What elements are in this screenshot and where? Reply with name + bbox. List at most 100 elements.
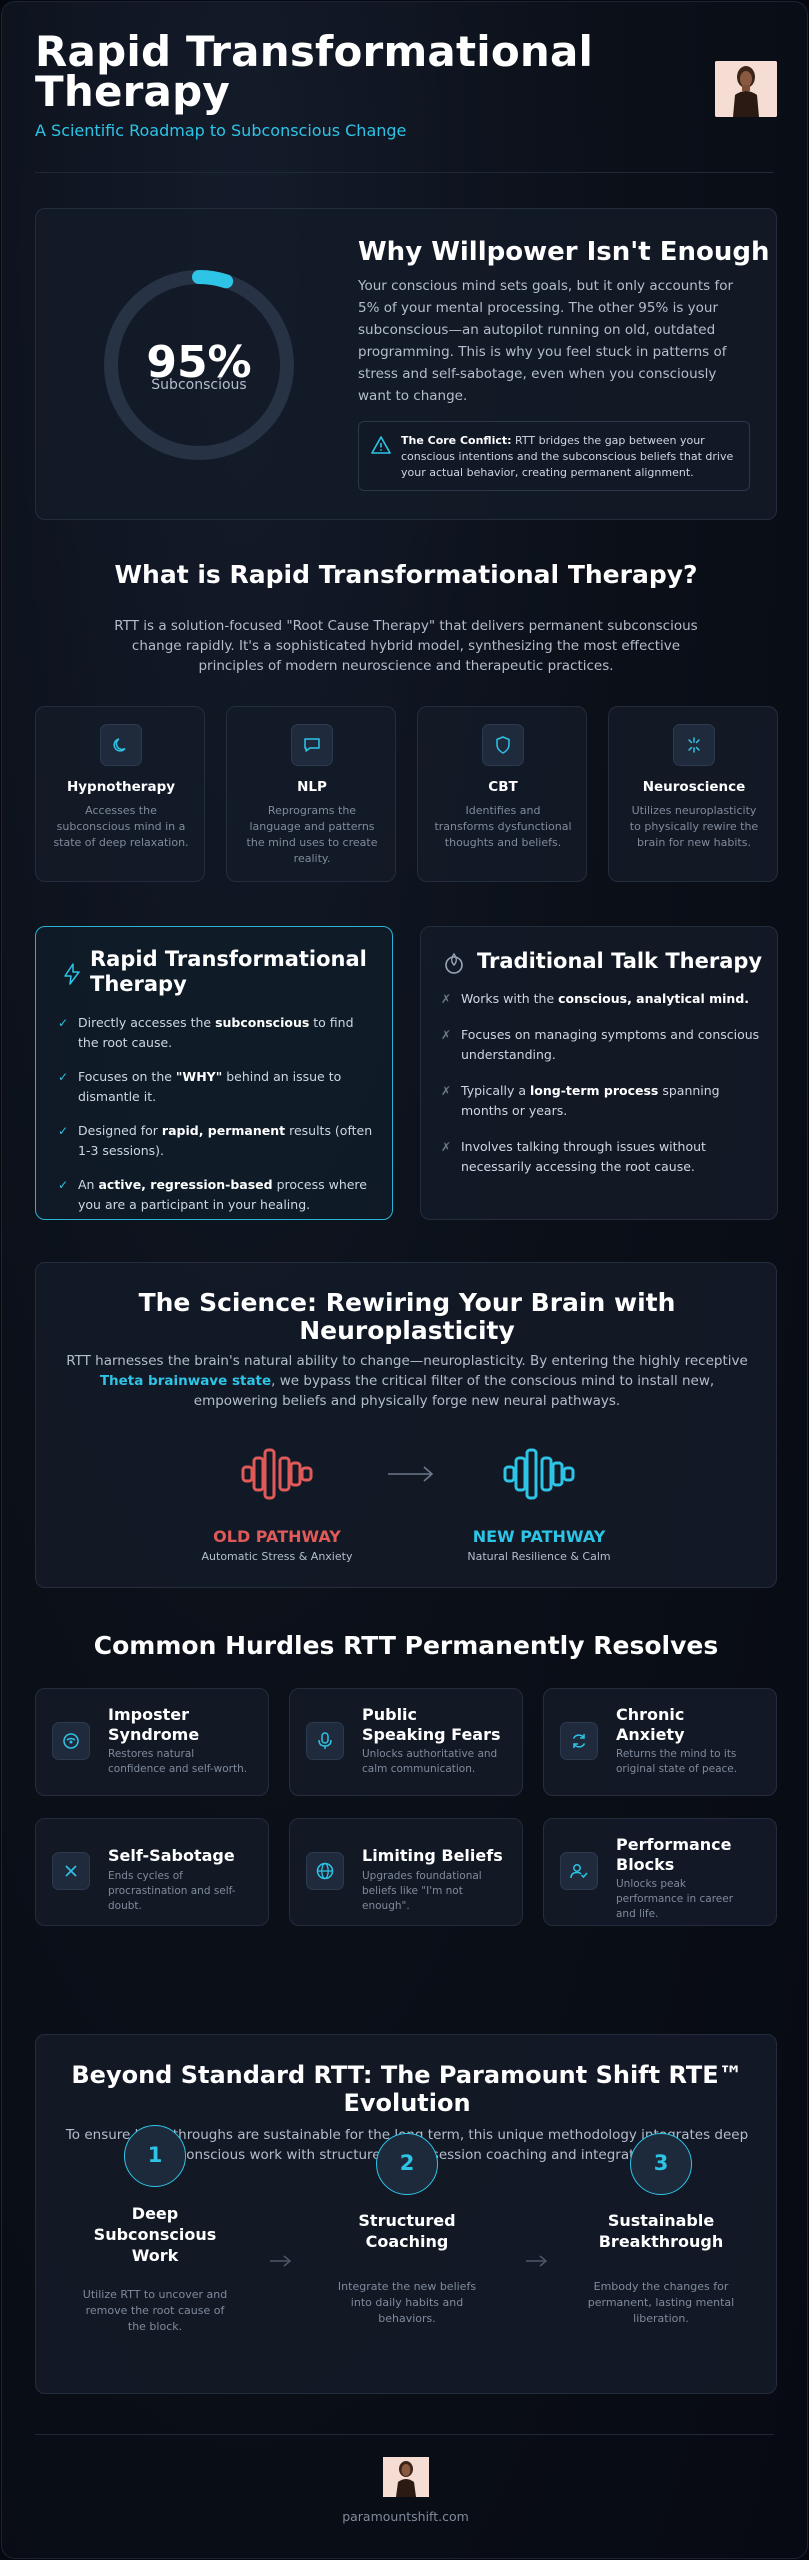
cross-icon: ✗ <box>441 1028 452 1042</box>
pillar-desc: Identifies and transforms dysfunctional … <box>434 804 572 849</box>
item-text: Focuses on managing symptoms and conscio… <box>461 1027 760 1062</box>
sparkle-icon <box>673 724 715 766</box>
page-subtitle: A Scientific Roadmap to Subconscious Cha… <box>35 121 407 140</box>
check-icon: ✓ <box>58 1124 69 1138</box>
pillar-title: CBT <box>488 779 518 795</box>
core-conflict-label: The Core Conflict: <box>401 434 512 447</box>
step-title: Sustainable Breakthrough <box>598 2211 724 2251</box>
step-arrow-icon <box>526 2255 548 2267</box>
footer-divider <box>35 2434 774 2435</box>
science-card: The Science: Rewiring Your Brain with Ne… <box>35 1262 777 1588</box>
hurdle-desc: Ends cycles of procrastination and self-… <box>108 1870 236 1912</box>
item-emphasis: conscious, analytical mind. <box>558 991 750 1006</box>
check-icon: ✓ <box>58 1178 69 1192</box>
hurdle-title-line-1: Public <box>362 1705 418 1724</box>
what-is-body: RTT is a solution-focused "Root Cause Th… <box>114 618 698 674</box>
pillar-card-neuroscience: Neuroscience Utilizes neuroplasticity to… <box>608 706 778 882</box>
hurdle-desc: Returns the mind to its original state o… <box>616 1748 738 1775</box>
x-icon <box>52 1852 90 1890</box>
rtt-benefit-list: ✓Directly accesses the subconscious to f… <box>58 1013 378 1229</box>
item-emphasis: long-term process <box>529 1083 659 1098</box>
hurdles-heading: Common Hurdles RTT Permanently Resolves <box>93 1631 719 1660</box>
item-text-end: to find the root cause. <box>78 1015 354 1050</box>
hurdle-title-line-2: Speaking Fears <box>362 1725 501 1744</box>
comparison-list-item: ✓Directly accesses the subconscious to f… <box>58 1013 378 1053</box>
new-pathway-sub: Natural Resilience & Calm <box>467 1550 611 1563</box>
hurdle-title: Self-Sabotage <box>108 1846 264 1866</box>
step-arrow-icon <box>270 2255 292 2267</box>
item-text-end: behind an issue to dismantle it. <box>78 1069 342 1104</box>
cross-icon: ✗ <box>441 992 452 1006</box>
willpower-heading: Why Willpower Isn't Enough <box>358 237 770 267</box>
talk-card-title: Traditional Talk Therapy <box>477 949 763 973</box>
moon-icon <box>100 724 142 766</box>
beyond-heading: Beyond Standard RTT: The Paramount Shift… <box>36 2061 778 2117</box>
pillar-card-nlp: NLP Reprograms the language and patterns… <box>226 706 396 882</box>
willpower-card: 95% Subconscious Why Willpower Isn't Eno… <box>35 208 777 520</box>
item-text-end: results (often 1-3 sessions). <box>78 1123 373 1158</box>
hurdle-title-line-1: Chronic <box>616 1705 685 1724</box>
talk-therapy-list: ✗ Works with the conscious, analytical mi… <box>441 989 761 1193</box>
pillar-title: NLP <box>297 779 327 795</box>
item-text: An <box>78 1177 99 1192</box>
hurdle-title-line-1: Limiting Beliefs <box>362 1846 503 1865</box>
hurdle-title: Limiting Beliefs <box>362 1846 518 1866</box>
hurdle-title-line-1: Self-Sabotage <box>108 1846 235 1865</box>
step-number-badge: 1 <box>124 2125 186 2187</box>
pillar-desc: Reprograms the language and patterns the… <box>246 804 378 865</box>
hurdle-desc: Upgrades foundational beliefs like "I'm … <box>362 1870 482 1912</box>
comparison-list-item: ✓Designed for rapid, permanent results (… <box>58 1121 378 1161</box>
step-desc: Utilize RTT to uncover and remove the ro… <box>82 2288 228 2333</box>
item-text: Directly accesses the <box>78 1015 216 1030</box>
footer-portrait-photo <box>383 2457 429 2497</box>
title-line-1: Rapid Transformational <box>35 27 594 76</box>
step-title: Structured Coaching <box>358 2211 456 2251</box>
science-body-pre: RTT harnesses the brain's natural abilit… <box>66 1353 748 1369</box>
footer-portrait-illustration <box>383 2457 429 2497</box>
step-number-badge: 2 <box>376 2133 438 2195</box>
step-number-badge: 3 <box>630 2133 692 2195</box>
rtt-card-title-line-2: Therapy <box>90 972 187 996</box>
comparison-list-item: ✗Typically a long-term process spanning … <box>441 1081 761 1121</box>
old-pathway-label: OLD PATHWAY <box>213 1527 341 1546</box>
subconscious-gauge <box>104 270 294 460</box>
item-text: Involves talking through issues without … <box>461 1139 706 1174</box>
old-pathway-icon <box>241 1448 313 1500</box>
science-heading: The Science: Rewiring Your Brain with Ne… <box>36 1289 778 1345</box>
cross-icon: ✗ <box>441 1140 452 1154</box>
portrait-illustration <box>715 61 777 117</box>
new-pathway-label: NEW PATHWAY <box>472 1527 606 1546</box>
hurdle-title-line-2: Anxiety <box>616 1725 685 1744</box>
microphone-icon <box>306 1722 344 1760</box>
hurdle-title-line-2: Blocks <box>616 1855 675 1874</box>
footer-site-link[interactable]: paramountshift.com <box>342 2509 469 2524</box>
warning-icon <box>371 436 391 454</box>
check-icon: ✓ <box>58 1016 69 1030</box>
item-text-end: process where you are a participant in y… <box>78 1177 367 1212</box>
hurdle-title-line-1: Imposter <box>108 1705 189 1724</box>
step-desc: Embody the changes for permanent, lastin… <box>587 2280 735 2325</box>
user-check-icon <box>560 1852 598 1890</box>
pillar-card-hypnotherapy: Hypnotherapy Accesses the subconscious m… <box>35 706 205 882</box>
item-text: Works with the <box>461 991 559 1006</box>
arrow-right-icon <box>388 1466 434 1482</box>
rtt-card-title: Rapid Transformational Therapy <box>90 947 367 997</box>
leaf-icon <box>445 952 463 974</box>
beyond-heading-line-2: Evolution <box>343 2089 471 2117</box>
gauge-label: Subconscious <box>151 377 247 393</box>
comparison-list-item: ✗ Focuses on managing symptoms and consci… <box>441 1025 761 1065</box>
what-is-heading: What is Rapid Transformational Therapy? <box>114 560 698 589</box>
rtt-comparison-card: Rapid Transformational Therapy ✓ Directly… <box>35 926 393 1220</box>
hurdle-desc: Unlocks peak performance in career and l… <box>616 1878 734 1920</box>
beyond-card: Beyond Standard RTT: The Paramount Shift… <box>35 2034 777 2394</box>
comparison-list-item: ✓Focuses on the "WHY" behind an issue to… <box>58 1067 378 1107</box>
comparison-list-item: ✗ Works with the conscious, analytical mi… <box>441 989 761 1009</box>
page-title: Rapid Transformational Therapy <box>35 27 594 113</box>
